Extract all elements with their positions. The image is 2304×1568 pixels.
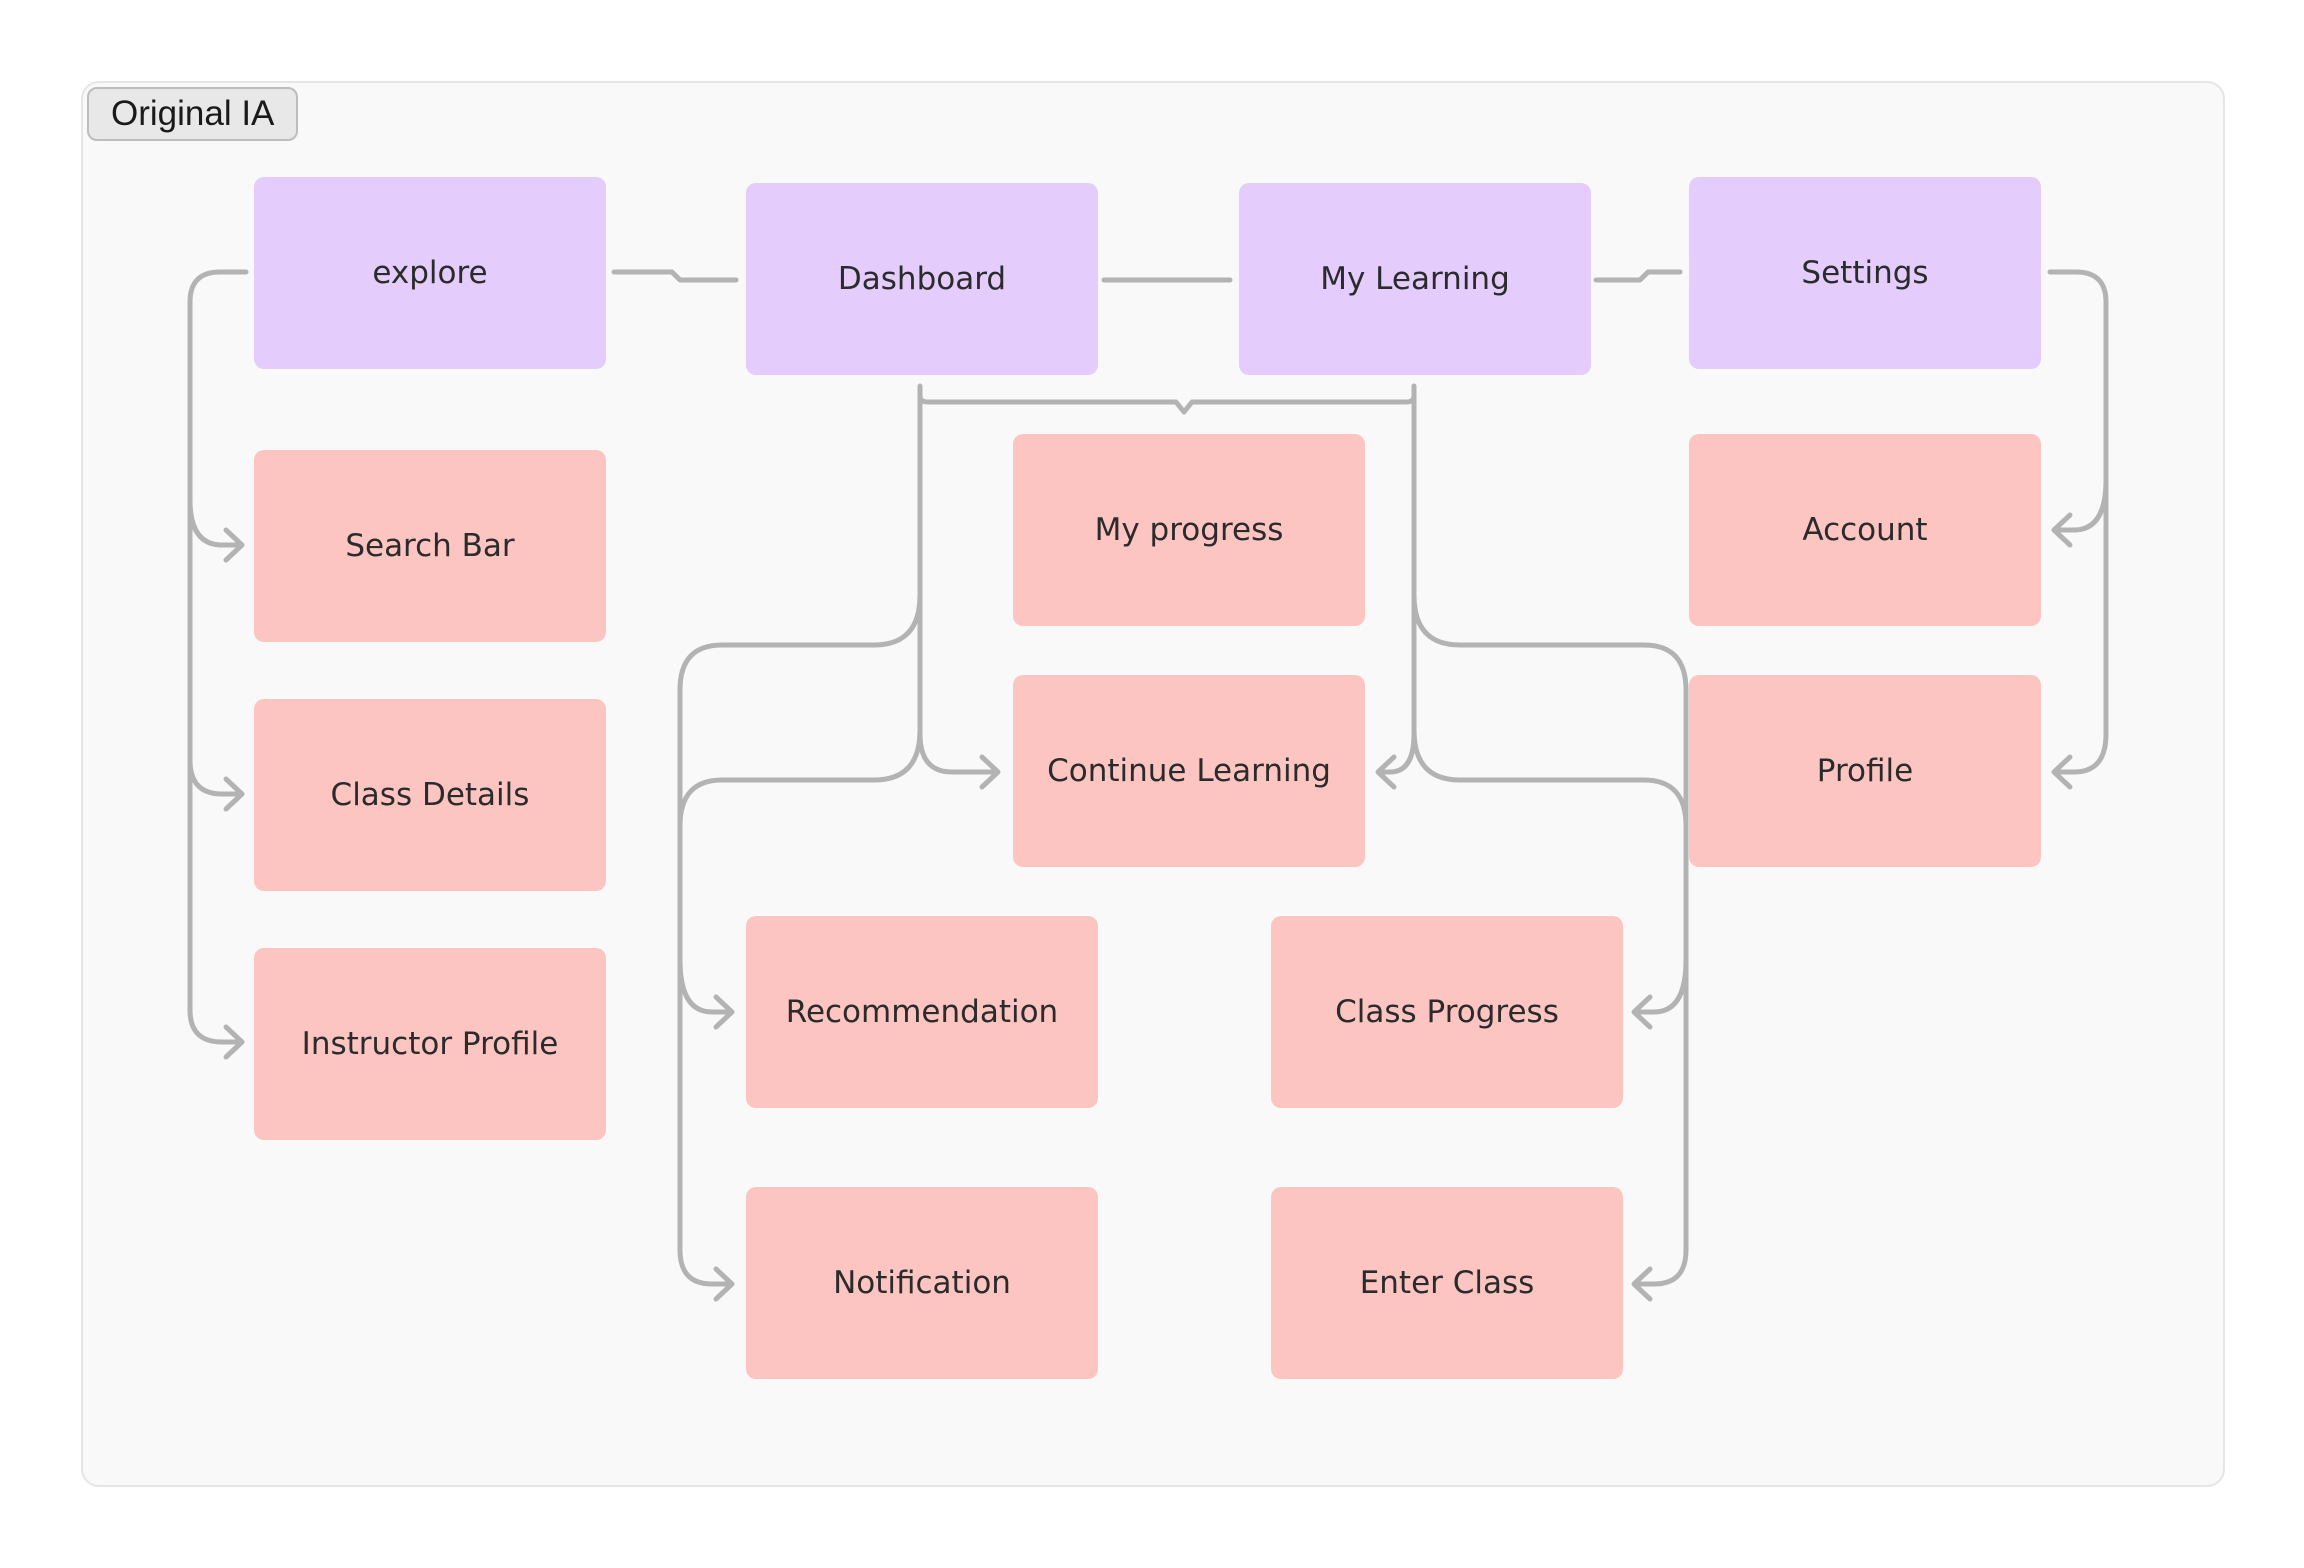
arrowhead-profile xyxy=(2051,754,2073,790)
arrowhead-class-progress xyxy=(1631,994,1653,1030)
node-search-bar[interactable]: Search Bar xyxy=(254,450,606,642)
node-my-learning[interactable]: My Learning xyxy=(1239,183,1591,375)
connector-settings-children xyxy=(2047,269,2109,775)
arrowhead-continue-learning-right xyxy=(1375,754,1397,790)
connector-explore-classdetails xyxy=(187,757,243,797)
node-my-progress[interactable]: My progress xyxy=(1013,434,1365,626)
arrowhead-continue-learning-left xyxy=(979,754,1001,790)
node-settings[interactable]: Settings xyxy=(1689,177,2041,369)
connector-dashboard-recommendation xyxy=(677,957,733,1015)
connector-mylearning-lower xyxy=(1411,727,1689,829)
arrowhead-enter-class xyxy=(1631,1266,1653,1302)
node-enter-class[interactable]: Enter Class xyxy=(1271,1187,1623,1379)
connector-settings-account xyxy=(2053,477,2109,533)
arrowhead-class-details xyxy=(223,776,245,812)
connector-explore-dashboard xyxy=(611,269,739,283)
connector-mylearning-main xyxy=(1377,393,1417,775)
node-instructor-profile[interactable]: Instructor Profile xyxy=(254,948,606,1140)
connector-mylearning-upper xyxy=(1411,592,1689,1287)
connector-dashboard-lower xyxy=(677,727,923,829)
arrowhead-instructor-profile xyxy=(223,1024,245,1060)
frame-label[interactable]: Original IA xyxy=(87,87,299,141)
connector-mylearning-settings xyxy=(1593,269,1683,283)
arrowhead-search-bar xyxy=(223,527,245,563)
arrowhead-notification xyxy=(713,1266,735,1302)
connector-dashboard-upper xyxy=(677,592,923,1287)
node-recommendation[interactable]: Recommendation xyxy=(746,916,1098,1108)
node-notification[interactable]: Notification xyxy=(746,1187,1098,1379)
connector-shared-myprogress xyxy=(917,383,1417,415)
node-account[interactable]: Account xyxy=(1689,434,2041,626)
node-class-progress[interactable]: Class Progress xyxy=(1271,916,1623,1108)
connector-dashboard-main xyxy=(917,393,999,775)
arrowhead-account xyxy=(2051,512,2073,548)
connector-mylearning-classprogress xyxy=(1637,957,1689,1015)
node-explore[interactable]: explore xyxy=(254,177,606,369)
node-continue-learning[interactable]: Continue Learning xyxy=(1013,675,1365,867)
arrowhead-recommendation xyxy=(713,994,735,1030)
node-class-details[interactable]: Class Details xyxy=(254,699,606,891)
connector-explore-children xyxy=(187,269,249,1045)
node-dashboard[interactable]: Dashboard xyxy=(746,183,1098,375)
connector-explore-searchbar xyxy=(187,497,243,548)
node-profile[interactable]: Profile xyxy=(1689,675,2041,867)
